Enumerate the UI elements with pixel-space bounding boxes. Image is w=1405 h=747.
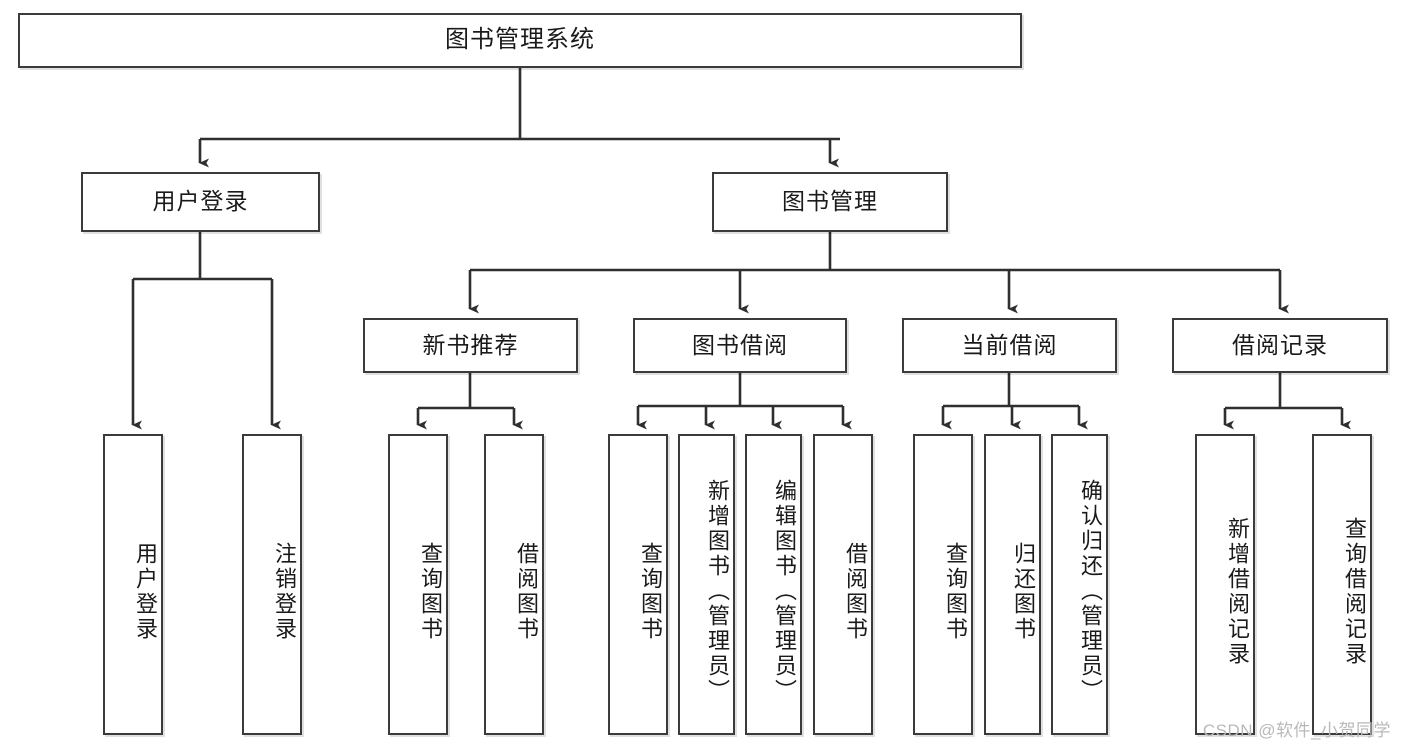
leaf-query-borrow-record[interactable]: 查询借阅记录 <box>1312 434 1372 735</box>
leaf-borrow-book-2[interactable]: 借阅图书 <box>813 434 873 735</box>
leaf-edit-book-label: 编辑图书（管理员） <box>772 479 797 704</box>
leaf-query-book-1-label: 查询图书 <box>418 541 443 642</box>
node-new-book-recommend[interactable]: 新书推荐 <box>363 318 578 373</box>
leaf-add-borrow-record[interactable]: 新增借阅记录 <box>1195 434 1255 735</box>
node-book-borrow[interactable]: 图书借阅 <box>633 318 847 373</box>
node-root[interactable]: 图书管理系统 <box>18 13 1022 68</box>
leaf-query-book-3-label: 查询图书 <box>943 541 968 642</box>
leaf-confirm-return-label: 确认归还（管理员） <box>1078 479 1103 704</box>
node-new-book-recommend-label: 新书推荐 <box>422 331 519 358</box>
leaf-user-login-label: 用户登录 <box>133 541 158 642</box>
node-root-label: 图书管理系统 <box>445 26 595 54</box>
node-current-borrow[interactable]: 当前借阅 <box>902 318 1117 373</box>
leaf-confirm-return[interactable]: 确认归还（管理员） <box>1051 434 1108 735</box>
node-book-manage[interactable]: 图书管理 <box>712 172 948 232</box>
leaf-borrow-book-2-label: 借阅图书 <box>843 541 868 642</box>
node-book-borrow-label: 图书借阅 <box>692 331 788 358</box>
node-user-login-label: 用户登录 <box>152 188 249 215</box>
leaf-user-logout[interactable]: 注销登录 <box>242 434 302 735</box>
node-book-manage-label: 图书管理 <box>782 188 878 215</box>
leaf-borrow-book-1-label: 借阅图书 <box>514 541 539 642</box>
leaf-add-book-label: 新增图书（管理员） <box>705 479 730 704</box>
node-current-borrow-label: 当前借阅 <box>961 331 1058 358</box>
leaf-query-book-2-label: 查询图书 <box>638 541 663 642</box>
leaf-borrow-book-1[interactable]: 借阅图书 <box>484 434 544 735</box>
leaf-query-book-2[interactable]: 查询图书 <box>608 434 668 735</box>
leaf-user-logout-label: 注销登录 <box>272 541 297 642</box>
watermark: CSDN @软件_小贺同学 <box>1202 721 1391 740</box>
leaf-edit-book[interactable]: 编辑图书（管理员） <box>745 434 802 735</box>
leaf-return-book[interactable]: 归还图书 <box>984 434 1041 735</box>
node-user-login[interactable]: 用户登录 <box>81 172 320 232</box>
node-borrow-record-label: 借阅记录 <box>1232 331 1328 358</box>
leaf-return-book-label: 归还图书 <box>1011 541 1036 642</box>
leaf-query-borrow-record-label: 查询借阅记录 <box>1342 516 1367 667</box>
leaf-query-book-1[interactable]: 查询图书 <box>388 434 448 735</box>
leaf-add-book[interactable]: 新增图书（管理员） <box>678 434 735 735</box>
leaf-user-login[interactable]: 用户登录 <box>103 434 163 735</box>
leaf-query-book-3[interactable]: 查询图书 <box>913 434 973 735</box>
node-borrow-record[interactable]: 借阅记录 <box>1172 318 1388 373</box>
leaf-add-borrow-record-label: 新增借阅记录 <box>1225 516 1250 667</box>
